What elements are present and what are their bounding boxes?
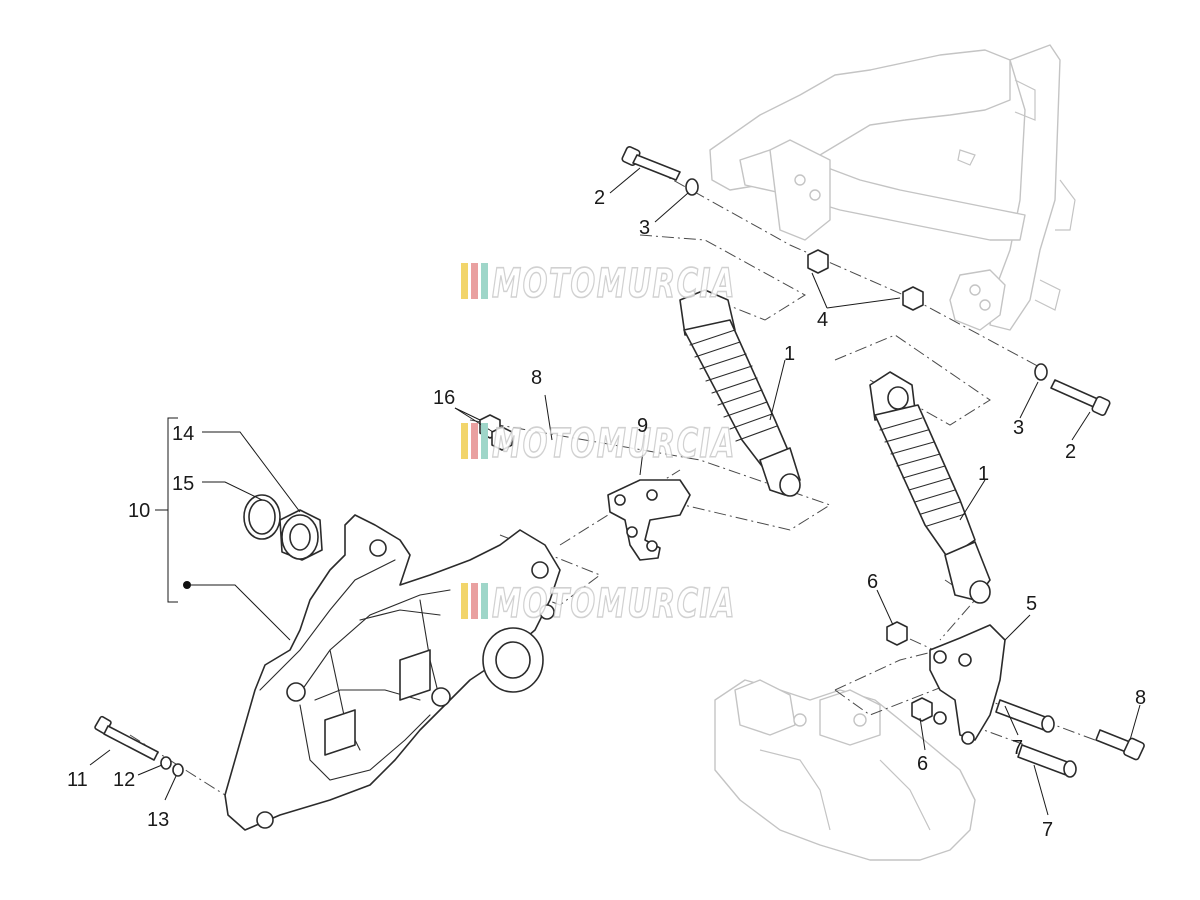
bolt-2-upper <box>621 145 699 196</box>
label-part-1: 1 <box>978 463 989 485</box>
swing-arm <box>224 514 561 831</box>
bolt-11-washers <box>94 715 184 777</box>
bracket-5 <box>929 624 1006 745</box>
nuts-4 <box>807 249 924 311</box>
label-part-10: 10 <box>128 500 150 522</box>
label-part-7: 7 <box>1042 819 1053 841</box>
label-part-16: 16 <box>433 387 455 409</box>
label-part-12: 12 <box>113 769 135 791</box>
label-part-13: 13 <box>147 809 169 831</box>
shock-absorber-left <box>679 289 801 497</box>
watermark-text: MOTOMURCIA <box>492 581 736 627</box>
label-part-8: 8 <box>531 367 542 389</box>
label-part-1: 1 <box>784 343 795 365</box>
watermark-2: MOTOMURCIA <box>461 420 736 468</box>
shock-absorber-right <box>869 371 991 604</box>
label-part-2: 2 <box>1065 441 1076 463</box>
label-part-6: 6 <box>867 571 878 593</box>
ghost-engine <box>714 679 976 861</box>
label-part-8: 8 <box>1135 687 1146 709</box>
label-part-4: 4 <box>817 309 828 331</box>
watermark-text: MOTOMURCIA <box>492 261 736 307</box>
group-bracket-10 <box>155 417 191 603</box>
label-part-15: 15 <box>172 473 194 495</box>
label-part-7: 7 <box>1012 737 1023 759</box>
watermark-text: MOTOMURCIA <box>492 421 736 467</box>
label-part-5: 5 <box>1026 593 1037 615</box>
label-part-9: 9 <box>637 415 648 437</box>
watermark-1: MOTOMURCIA <box>461 260 736 308</box>
bearing-circlip <box>243 494 323 561</box>
label-part-2: 2 <box>594 187 605 209</box>
bolt-2-right <box>1034 363 1111 417</box>
ghost-frame <box>709 44 1076 331</box>
label-part-3: 3 <box>1013 417 1024 439</box>
pins-7 <box>995 699 1077 778</box>
bullet-marker <box>183 581 191 589</box>
watermark-3: MOTOMURCIA <box>461 580 736 628</box>
label-part-6: 6 <box>917 753 928 775</box>
nuts-6 <box>886 621 933 722</box>
label-part-14: 14 <box>172 423 194 445</box>
label-part-11: 11 <box>67 769 88 791</box>
bolt-8 <box>1095 729 1145 761</box>
label-part-3: 3 <box>639 217 650 239</box>
part-labels: 1 1 2 2 3 3 4 5 6 6 7 7 8 8 9 10 11 12 1… <box>67 187 1146 841</box>
bracket-9 <box>607 479 691 561</box>
